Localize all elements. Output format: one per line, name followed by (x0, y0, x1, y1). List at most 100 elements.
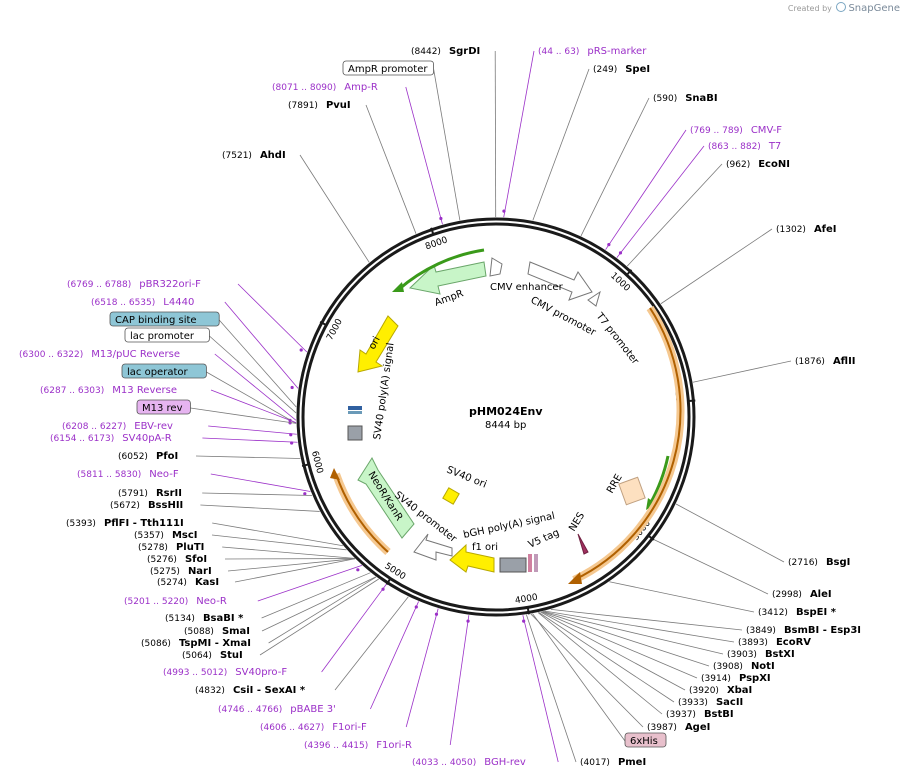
primer-pbr322ori-f[interactable]: (6769 .. 6788)pBR322ori-F (67, 279, 201, 290)
primer-ebv-rev[interactable]: (6208 .. 6227)EBV-rev (62, 421, 173, 432)
enzyme-ahdi[interactable]: (7521)AhdI (222, 150, 286, 161)
enzyme-alei[interactable]: (2998)AleI (772, 589, 832, 600)
leader-line (237, 283, 308, 353)
credit: Created by SnapGene (788, 2, 900, 14)
neor-arrow[interactable] (357, 456, 415, 539)
feature-box-ampr-promoter[interactable] (342, 60, 434, 76)
primer-m13-puc-reverse[interactable]: (6300 .. 6322)M13/pUC Reverse (19, 349, 180, 360)
env-orf-arc (573, 307, 682, 581)
backbone-inner (301, 222, 691, 612)
primer-f1ori-f[interactable]: (4606 .. 4627)F1ori-F (260, 722, 367, 733)
primer-site-mark (289, 433, 293, 437)
feature-label-sv40-ori: SV40 ori (445, 465, 488, 491)
enzyme-pflfi-tth111i[interactable]: (5393)PflFI - Tth111I (66, 518, 184, 529)
enzyme-msci[interactable]: (5357)MscI (134, 530, 198, 541)
primer-sv40pro-f[interactable]: (4993 .. 5012)SV40pro-F (163, 667, 287, 678)
enzyme-snabi[interactable]: (590)SnaBI (653, 93, 718, 104)
enzyme-bsmbi-esp3i[interactable]: (3849)BsmBI - Esp3I (746, 625, 861, 636)
primer-cmv-f[interactable]: (769 .. 789)CMV-F (690, 125, 782, 136)
ring-tick (385, 577, 392, 585)
leader-line (195, 455, 301, 459)
primer-t7[interactable]: (863 .. 882)T7 (708, 141, 781, 152)
enzyme-bsabi[interactable]: (5134)BsaBI * (165, 613, 244, 624)
sv40-polya-block[interactable] (347, 425, 363, 441)
neo-orf-arc (335, 473, 389, 553)
ori-arrow[interactable] (357, 315, 399, 373)
leader-line (544, 610, 735, 643)
primer-f1ori-r[interactable]: (4396 .. 4415)F1ori-R (304, 740, 412, 751)
leader-line (321, 584, 387, 673)
enzyme-econi[interactable]: (962)EcoNI (726, 159, 790, 170)
enzyme-bspei[interactable]: (3412)BspEI * (758, 607, 837, 618)
enzyme-sacii[interactable]: (3933)SacII (678, 697, 743, 708)
sv40-ori-block[interactable] (442, 487, 460, 505)
leader-line (405, 608, 439, 728)
leader-line (540, 611, 686, 691)
cap-site-mark (348, 411, 362, 414)
enzyme-rsrii[interactable]: (5791)RsrII (118, 488, 182, 499)
feature-box-label-cap-binding-site: CAP binding site (115, 315, 197, 326)
enzyme-nari[interactable]: (5275)NarI (150, 566, 212, 577)
feature-box-m13-rev[interactable] (136, 399, 191, 415)
enzyme-stui[interactable]: (5064)StuI (182, 650, 243, 661)
ampr-promoter-arrow[interactable] (489, 257, 503, 277)
leader-line (449, 615, 470, 746)
enzyme-pvui[interactable]: (7891)PvuI (288, 100, 351, 111)
primer-site-mark (607, 243, 611, 247)
feature-box-lac-promoter[interactable] (124, 327, 210, 343)
t7-promoter-arrow[interactable] (587, 290, 601, 307)
enzyme-pluti[interactable]: (5278)PluTI (138, 542, 204, 553)
enzyme-sfoi[interactable]: (5276)SfoI (147, 554, 207, 565)
enzyme-pspxi[interactable]: (3914)PspXI (701, 673, 771, 684)
enzyme-noti[interactable]: (3908)NotI (713, 661, 775, 672)
leader-line (692, 360, 792, 383)
enzyme-bstxi[interactable]: (3903)BstXI (727, 649, 795, 660)
feature-box-lac-operator[interactable] (121, 363, 207, 379)
enzyme-pfoi[interactable]: (6052)PfoI (118, 451, 178, 462)
primer-amp-r[interactable]: (8071 .. 8090)Amp-R (272, 82, 378, 93)
bgh-polya-block[interactable] (499, 557, 527, 573)
primer-l4440[interactable]: (6518 .. 6535)L4440 (91, 297, 194, 308)
primer-neo-f[interactable]: (5811 .. 5830)Neo-F (77, 469, 179, 480)
ring-tick (526, 606, 530, 615)
enzyme-agei[interactable]: (3987)AgeI (647, 722, 710, 733)
enzyme-xbai[interactable]: (3920)XbaI (689, 685, 752, 696)
primer-site-mark (290, 441, 294, 445)
ring-tick (646, 534, 655, 541)
leader-line (202, 437, 298, 443)
ampr-arrow[interactable] (408, 261, 487, 295)
enzyme-smai[interactable]: (5088)SmaI (184, 626, 250, 637)
enzyme-sgrdi[interactable]: (8442)SgrDI (411, 46, 480, 57)
rre-block[interactable] (618, 476, 646, 506)
primer-sv40pa-r[interactable]: (6154 .. 6173)SV40pA-R (50, 433, 172, 444)
f1-ori-arrow[interactable] (449, 543, 495, 573)
feature-box-cap-binding-site[interactable] (109, 311, 220, 327)
primer-pbabe-3[interactable]: (4746 .. 4766)pBABE 3' (218, 704, 336, 715)
enzyme-spei[interactable]: (249)SpeI (593, 64, 650, 75)
enzyme-bstbi[interactable]: (3937)BstBI (666, 709, 734, 720)
primer-bgh-rev[interactable]: (4033 .. 4050)BGH-rev (412, 757, 526, 768)
enzyme-afei[interactable]: (1302)AfeI (776, 224, 837, 235)
enzyme-aflii[interactable]: (1876)AflII (795, 356, 856, 367)
enzyme-bsshii[interactable]: (5672)BssHII (110, 500, 183, 511)
enzyme-bsgi[interactable]: (2716)BsgI (788, 557, 850, 568)
leader-line (218, 319, 297, 408)
enzyme-pmei[interactable]: (4017)PmeI (580, 757, 646, 768)
ring-tick-label: 4000 (514, 593, 539, 607)
feature-box-6xhis[interactable] (624, 732, 667, 748)
cmv-enhancer-arrow[interactable] (527, 261, 593, 301)
enzyme-tspmi-xmai[interactable]: (5086)TspMI - XmaI (141, 638, 251, 649)
enzyme-csii-sexai[interactable]: (4832)CsiI - SexAI * (195, 685, 306, 696)
primer-neo-r[interactable]: (5201 .. 5220)Neo-R (124, 596, 227, 607)
primer-site-mark (522, 619, 526, 623)
enzyme-ecorv[interactable]: (3893)EcoRV (738, 637, 811, 648)
sv40-promoter-arrow[interactable] (413, 533, 453, 561)
leader-line (257, 564, 362, 602)
leader-line (209, 335, 297, 414)
leader-line (532, 68, 590, 221)
primer-site-mark (618, 251, 623, 255)
primer-m13-reverse[interactable]: (6287 .. 6303)M13 Reverse (40, 385, 177, 396)
enzyme-kasi[interactable]: (5274)KasI (157, 577, 219, 588)
leader-line (537, 612, 663, 715)
primer-prs-marker[interactable]: (44 .. 63)pRS-marker (538, 46, 647, 57)
